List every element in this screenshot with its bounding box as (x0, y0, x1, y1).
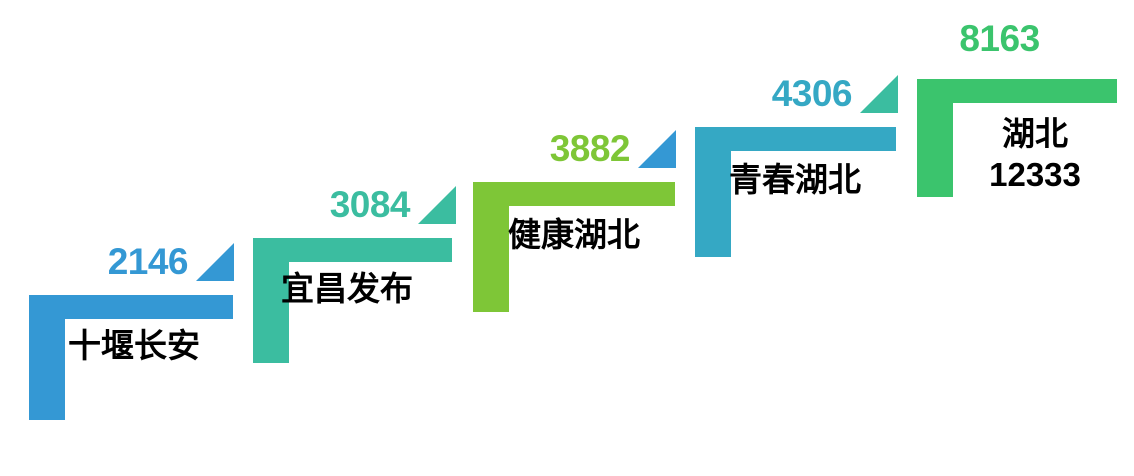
step-3-triangle-marker (638, 130, 676, 168)
step-2-name-label: 宜昌发布 (281, 270, 413, 307)
step-5-name-line-2: 12333 (989, 156, 1081, 194)
step-3-value-label: 3882 (549, 128, 631, 169)
step-5-bar-horizontal (917, 79, 1117, 103)
step-1-value-label: 2146 (107, 241, 189, 282)
step-2-value-label: 3084 (329, 184, 411, 225)
step-3-name-label: 健康湖北 (508, 216, 640, 253)
step-1-bar-horizontal (29, 295, 233, 319)
step-4-value-label: 4306 (771, 73, 853, 114)
step-5-value-label: 8163 (959, 18, 1040, 59)
step-1-triangle-marker (196, 243, 234, 281)
step-3-bar-horizontal (473, 182, 675, 206)
step-4-triangle-marker (860, 75, 898, 113)
step-4-bar-horizontal (695, 127, 896, 151)
step-2-triangle-marker (418, 186, 456, 224)
step-5-name-label: 湖北 12333 (953, 113, 1117, 196)
step-2-bar-horizontal (253, 238, 452, 262)
step-1-name-label: 十堰长安 (68, 327, 200, 364)
step-5-name-line-1: 湖北 (1002, 115, 1068, 152)
step-4-name-label: 青春湖北 (729, 161, 861, 198)
